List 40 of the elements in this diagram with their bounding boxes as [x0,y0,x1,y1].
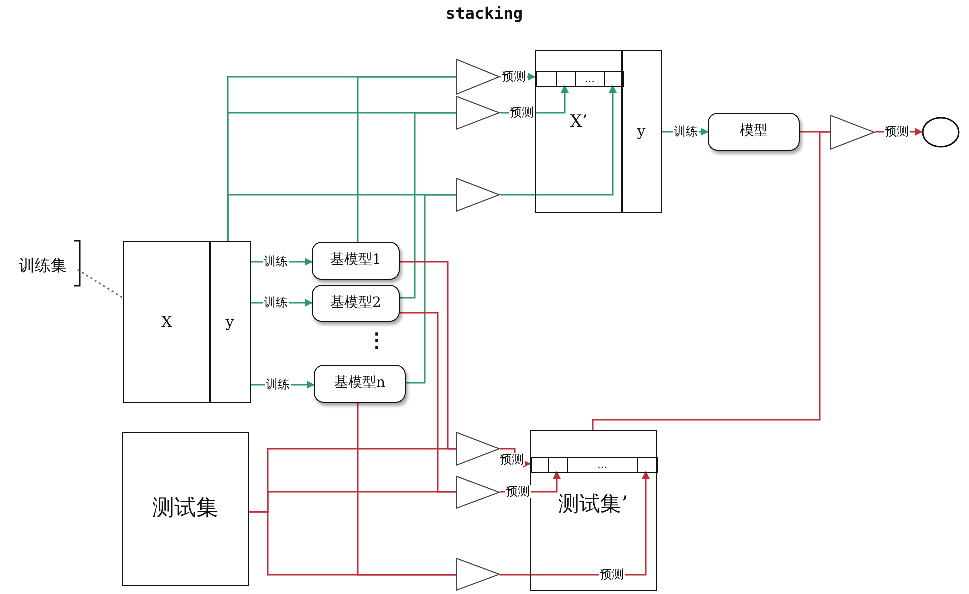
data-block: X’ … [535,50,623,213]
text-label: 训练集 [8,254,78,278]
data-block: 测试集 [122,432,249,586]
arrow [500,471,650,576]
edge-label: 预测 [501,70,527,84]
data-block: X [123,241,211,403]
diagram-title: stacking [444,4,524,23]
model-box: 基模型n [314,365,406,403]
model-box: 基模型2 [312,285,400,322]
edge-label: 训练 [263,255,289,269]
empty-cell [556,71,576,87]
cell: … [575,71,605,87]
edge-label: 训练 [265,378,291,392]
empty-cell [637,457,658,473]
leader-line [78,269,124,299]
data-block: y [209,241,251,403]
cell: … [567,457,638,473]
ellipsis-mark: ⋮ [367,330,387,350]
empty-cell [548,457,568,473]
edge-label: 训练 [673,125,699,139]
connector-line [357,76,456,242]
connector-line [406,194,456,384]
model-box: 基模型1 [312,242,400,280]
connector-line [592,131,830,430]
empty-cell [531,457,549,473]
edge-label: 预测 [884,125,910,139]
connector-line [400,312,456,493]
edge-label: 预测 [505,485,531,499]
connector-line [400,261,456,450]
data-block: y [621,50,662,213]
empty-cell [604,71,624,87]
model-box: 模型 [708,113,800,151]
edge-label: 训练 [263,296,289,310]
connector-line [400,112,456,299]
empty-cell [536,71,557,87]
edge-label: 预测 [509,106,535,120]
edge-label: 预测 [599,568,625,582]
edge-label: 预测 [499,453,525,467]
connector-line [357,403,456,576]
arrow [500,85,617,196]
